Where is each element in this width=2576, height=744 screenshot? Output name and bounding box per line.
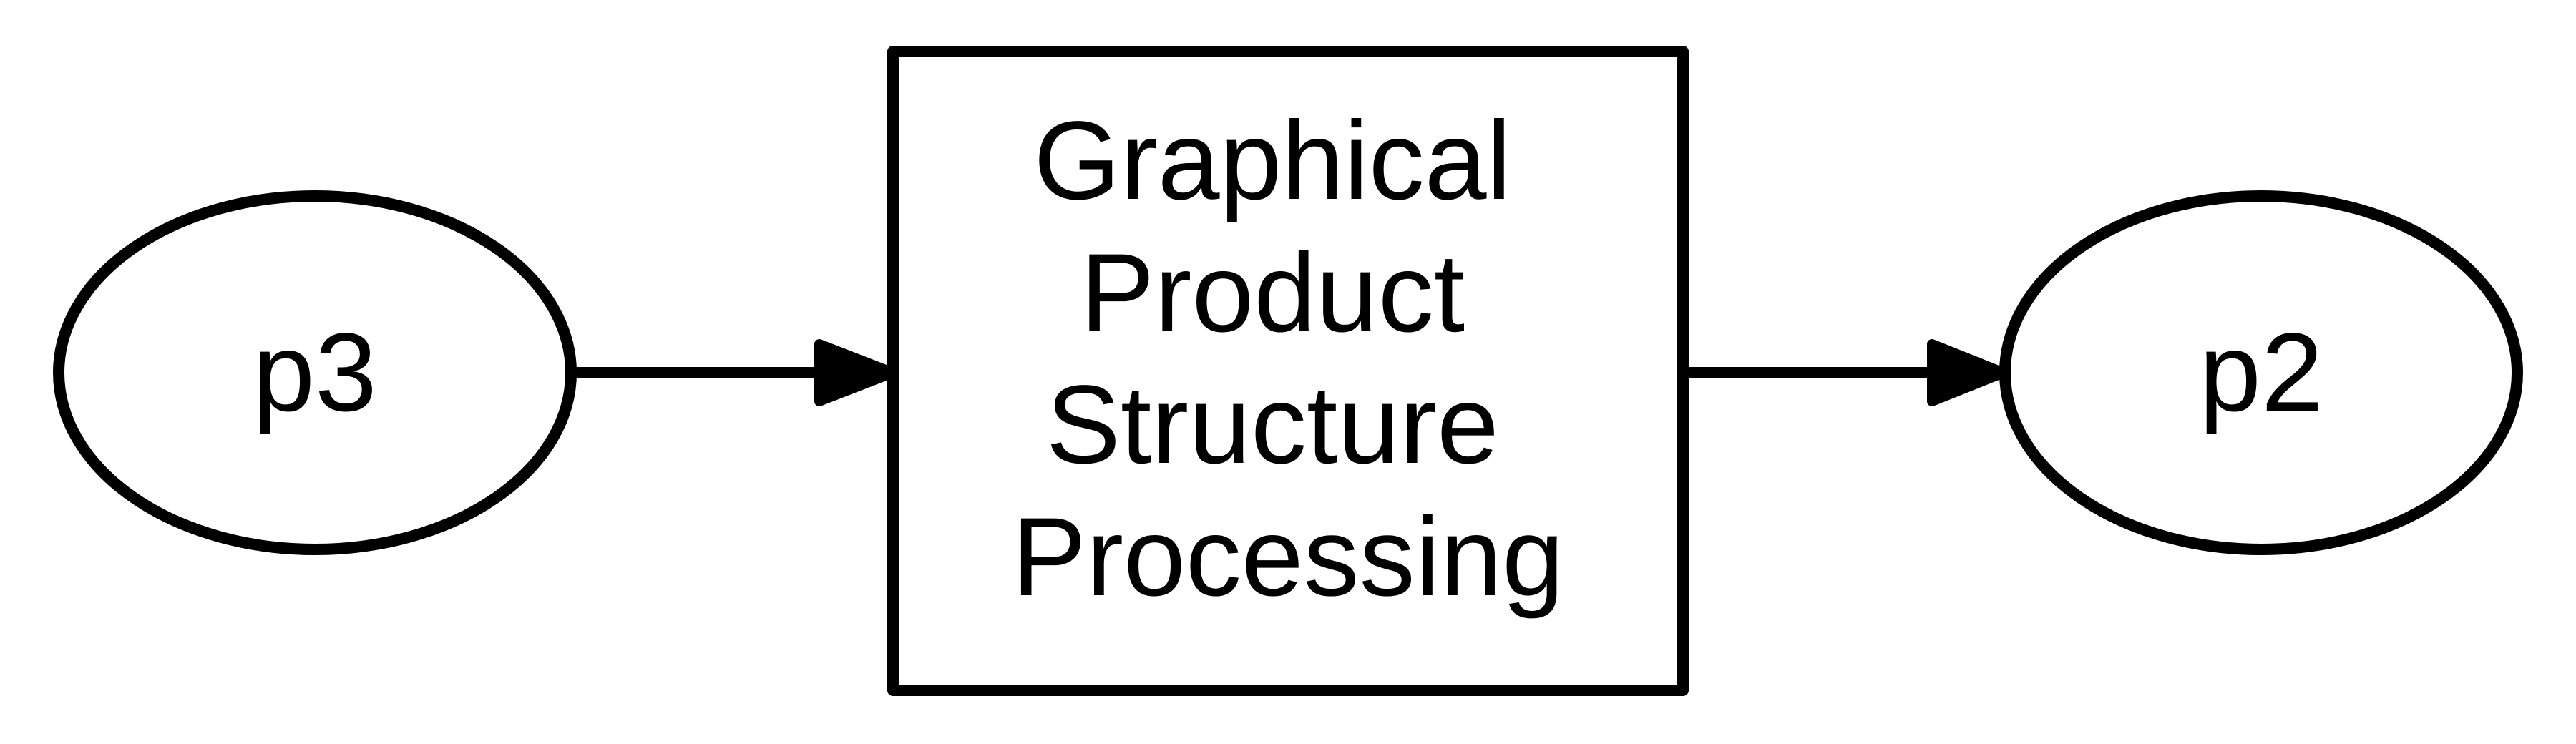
arrowhead-icon	[1927, 339, 2009, 406]
process-label-line-4: Processing	[1012, 495, 1564, 620]
process-label-line-1: Graphical	[1034, 99, 1512, 223]
node-p2-label: p2	[2199, 310, 2323, 435]
node-process: Graphical Product Structure Processing	[887, 46, 1689, 696]
arrowhead-icon	[814, 339, 898, 406]
node-p3-label: p3	[253, 310, 377, 435]
process-label-line-3: Structure	[1046, 363, 1499, 487]
process-label-line-2: Product	[1080, 231, 1465, 356]
node-process-label: Graphical Product Structure Processing	[1012, 99, 1564, 620]
edge-p3-to-process	[567, 339, 898, 406]
edge-process-to-p2	[1677, 339, 2009, 406]
node-p2: p2	[1999, 190, 2523, 555]
node-p3: p3	[53, 190, 577, 555]
